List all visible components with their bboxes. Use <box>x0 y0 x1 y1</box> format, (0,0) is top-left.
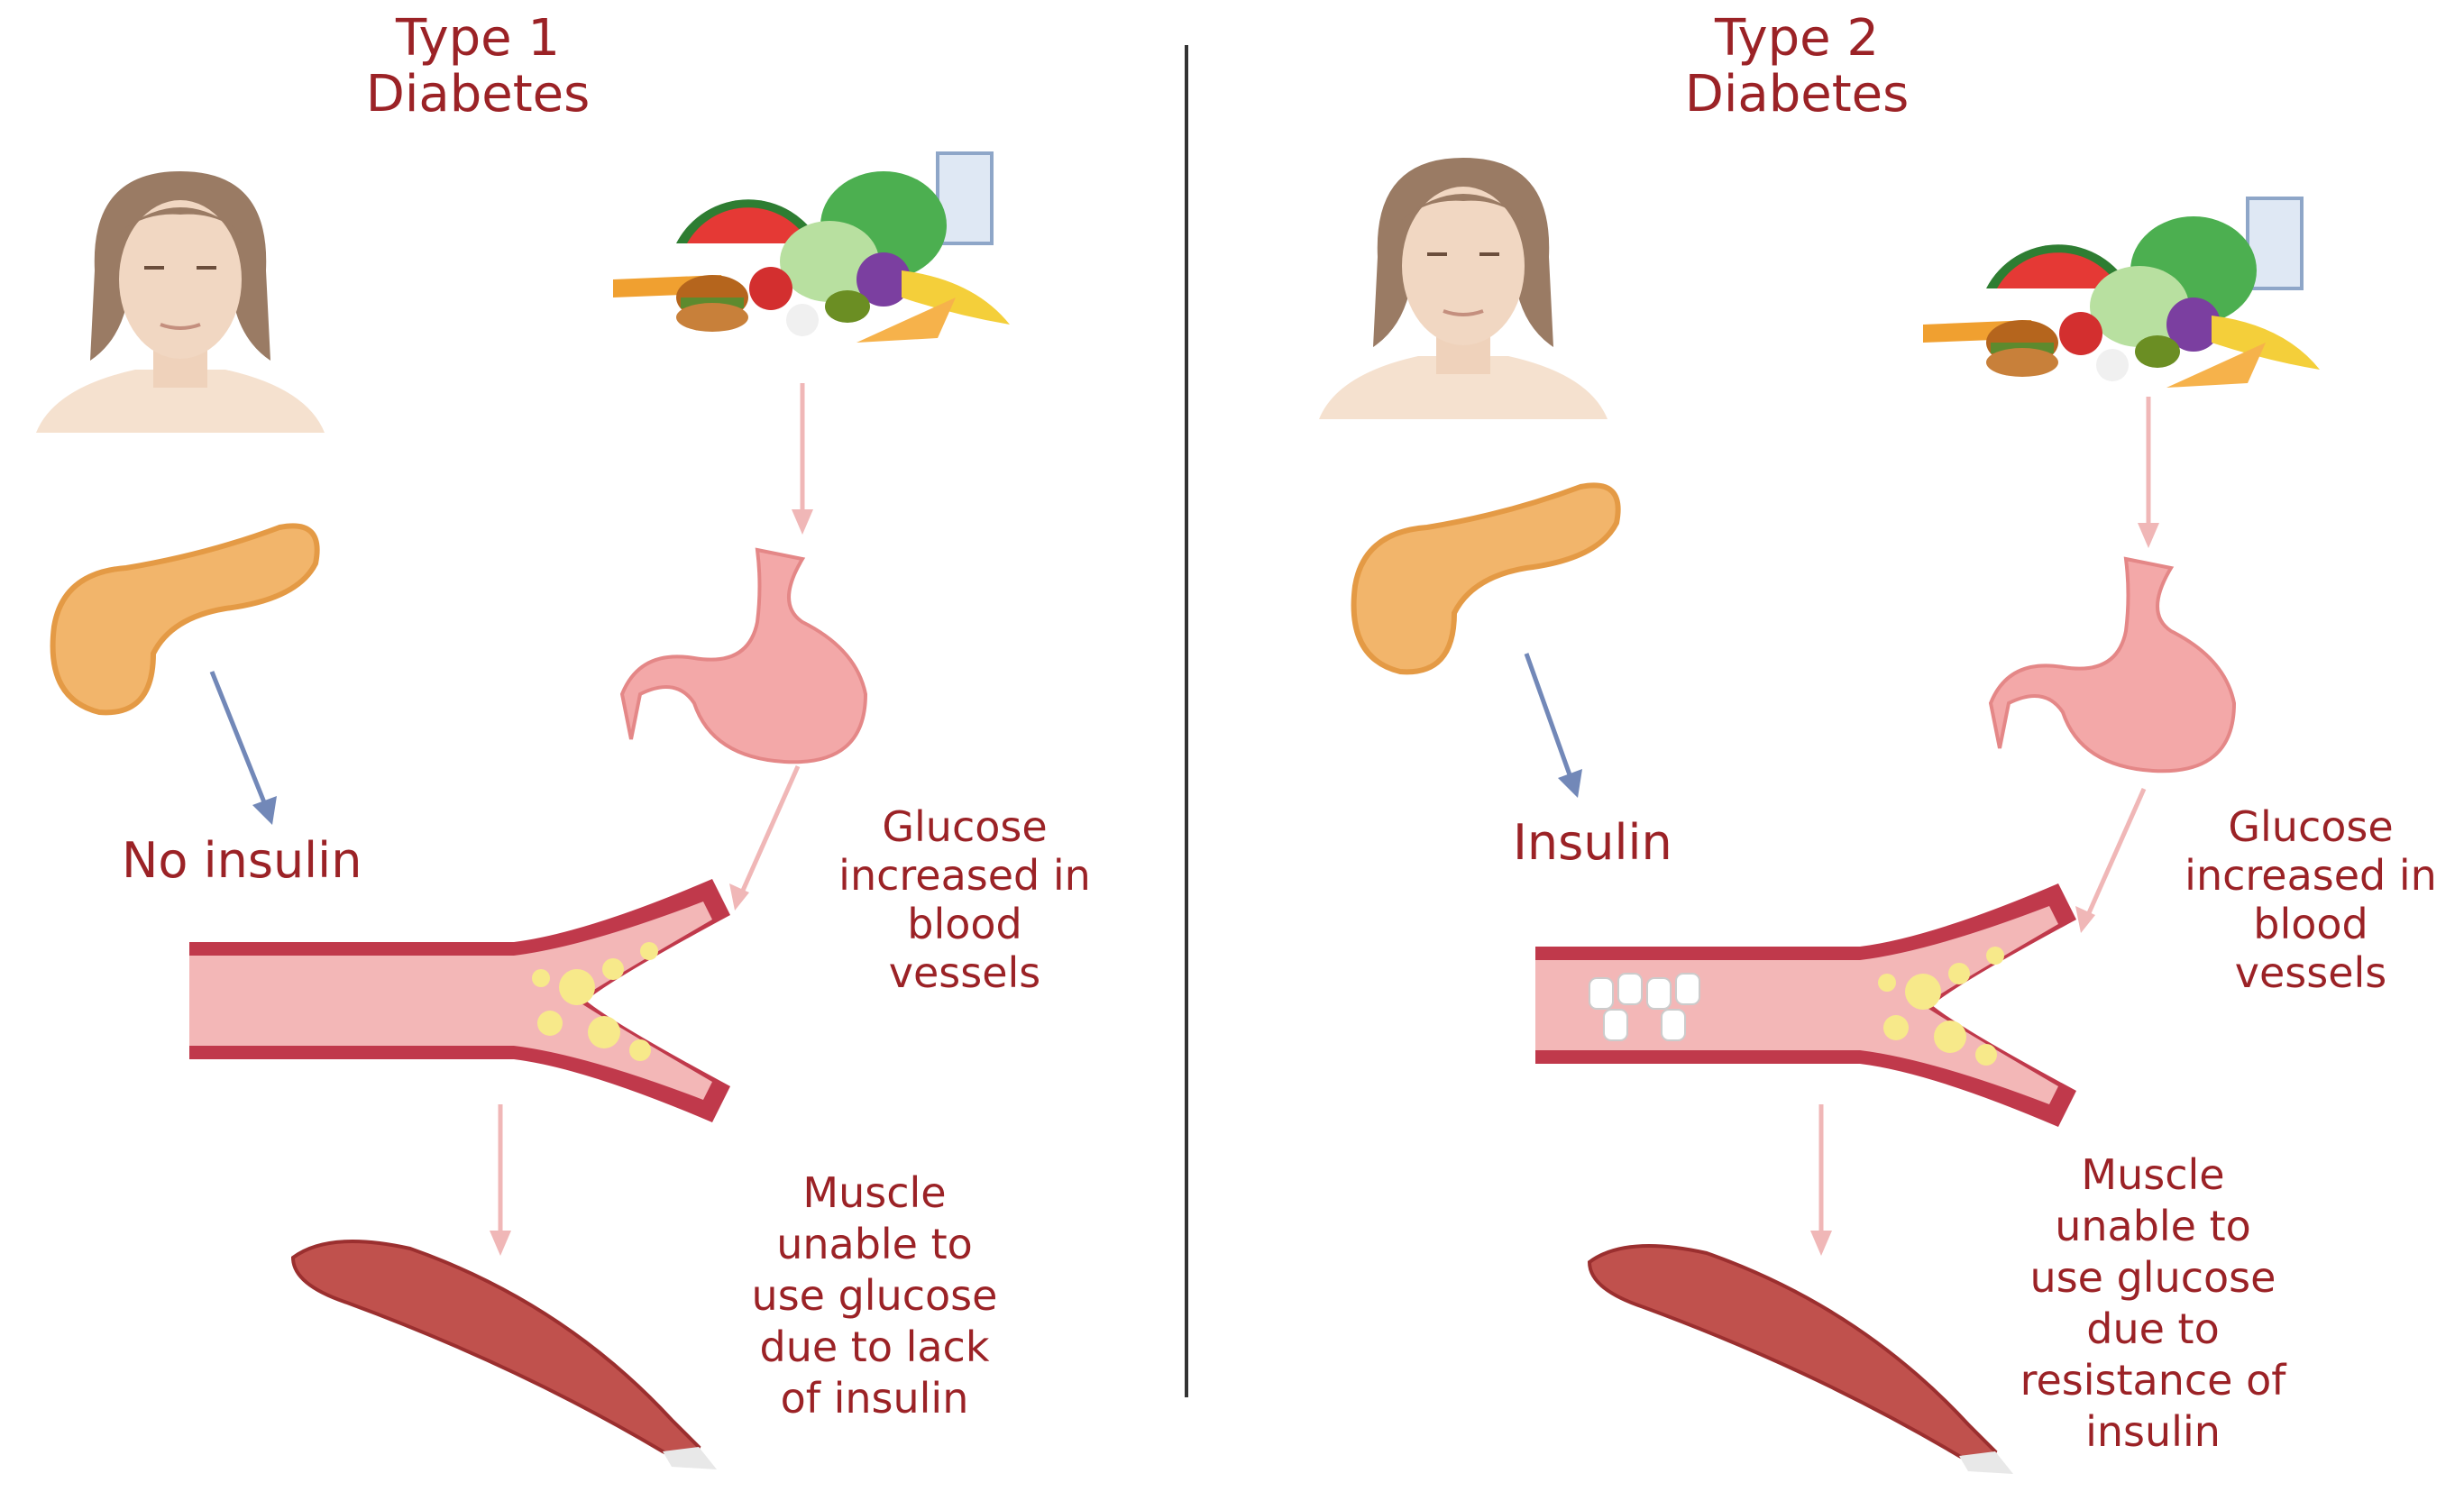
type2-muscle-line: use glucose <box>2029 1253 2276 1302</box>
type2-glucose-line: Glucose <box>2228 802 2394 851</box>
muscle-illustration <box>1587 1244 2013 1474</box>
stomach-illustration <box>619 547 868 764</box>
arrow-stomach-to-vessel <box>729 764 801 911</box>
type2-panel: Type 2 Diabetes <box>1319 0 2464 1501</box>
arrow-pancreas-to-insulin <box>1524 653 1582 798</box>
pancreas-illustration <box>50 523 320 716</box>
type1-panel: Type 1 Diabetes <box>36 11 1118 1469</box>
type2-glucose-line: vessels <box>2234 948 2387 997</box>
type2-title: Type 2 Diabetes <box>1617 11 1977 123</box>
type2-insulin-label: Insulin <box>1513 814 1672 871</box>
type2-title-line2: Diabetes <box>1684 65 1910 124</box>
type2-title-line1: Type 2 <box>1714 9 1880 68</box>
arrow-pancreas-to-insulin <box>209 671 277 825</box>
type1-muscle-line: of insulin <box>780 1374 969 1423</box>
type2-muscle-line: Muscle <box>2081 1150 2225 1199</box>
type2-muscle-line: resistance of <box>2020 1356 2286 1405</box>
type2-glucose-label: Glucose increased in blood vessels <box>2157 802 2464 997</box>
type2-glucose-line: blood <box>2253 900 2368 948</box>
type1-title-line2: Diabetes <box>365 65 591 124</box>
type2-muscle-line: due to <box>2086 1304 2220 1353</box>
panel-divider <box>1185 45 1188 1397</box>
type1-title-line1: Type 1 <box>395 9 561 68</box>
arrow-stomach-to-vessel <box>2075 787 2147 933</box>
type1-glucose-line: vessels <box>888 948 1041 997</box>
blood-vessel-illustration <box>1535 883 2076 1127</box>
person-illustration <box>36 171 325 433</box>
arrow-food-to-stomach <box>2138 397 2159 548</box>
type2-muscle-line: insulin <box>2085 1407 2221 1456</box>
type1-muscle-line: Muscle <box>802 1168 947 1217</box>
arrow-food-to-stomach <box>792 383 813 535</box>
type1-muscle-line: due to lack <box>759 1323 990 1371</box>
type1-muscle-line: unable to <box>776 1220 973 1268</box>
pancreas-illustration <box>1351 482 1621 675</box>
arrow-vessel-to-muscle <box>490 1104 511 1256</box>
food-illustration <box>613 151 1010 343</box>
type1-title: Type 1 Diabetes <box>298 11 658 123</box>
muscle-illustration <box>290 1240 717 1469</box>
insulin-molecules <box>1589 973 1700 1041</box>
type1-glucose-line: Glucose <box>882 802 1048 851</box>
type1-insulin-label: No insulin <box>122 832 362 889</box>
person-illustration <box>1319 158 1608 419</box>
type1-glucose-line: blood <box>907 900 1022 948</box>
type2-muscle-label: Muscle unable to use glucose due to resi… <box>1991 1149 2315 1458</box>
stomach-illustration <box>1988 556 2237 773</box>
type1-glucose-line: increased in <box>838 851 1091 900</box>
arrow-vessel-to-muscle <box>1810 1104 1832 1256</box>
blood-vessel-illustration <box>189 879 730 1122</box>
type1-glucose-label: Glucose increased in blood vessels <box>811 802 1118 997</box>
food-illustration <box>1923 197 2320 388</box>
type1-muscle-label: Muscle unable to use glucose due to lack… <box>712 1167 1037 1424</box>
type2-muscle-line: unable to <box>2055 1202 2251 1250</box>
type1-muscle-line: use glucose <box>751 1271 998 1320</box>
type2-glucose-line: increased in <box>2185 851 2437 900</box>
